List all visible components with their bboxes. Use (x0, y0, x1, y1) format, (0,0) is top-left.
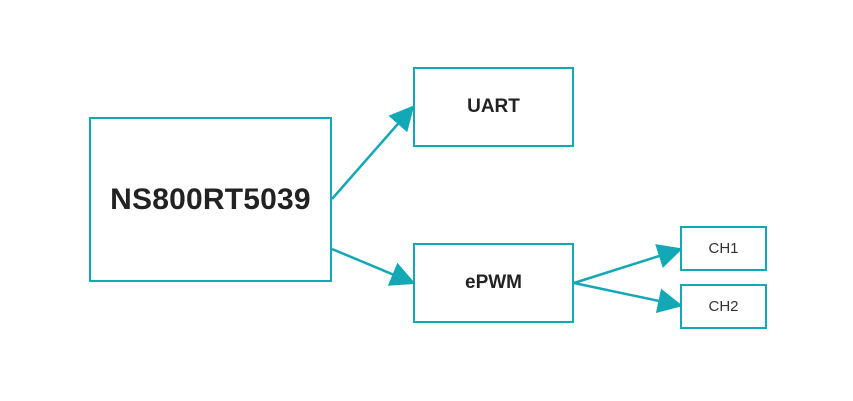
node-ch1-label: CH1 (708, 240, 739, 257)
node-uart-label: UART (467, 96, 520, 117)
node-uart: UART (413, 67, 574, 147)
node-epwm: ePWM (413, 243, 574, 323)
node-epwm-label: ePWM (465, 272, 522, 293)
node-main-label: NS800RT5039 (110, 182, 311, 216)
arrow-main-to-uart (331, 105, 415, 200)
node-main: NS800RT5039 (89, 117, 332, 282)
node-ch1: CH1 (680, 226, 767, 271)
arrow-epwm-to-ch2 (573, 281, 683, 314)
arrow-main-to-epwm (331, 247, 416, 286)
node-ch2-label: CH2 (708, 298, 739, 315)
arrow-epwm-to-ch1 (573, 244, 683, 285)
node-ch2: CH2 (680, 284, 767, 329)
